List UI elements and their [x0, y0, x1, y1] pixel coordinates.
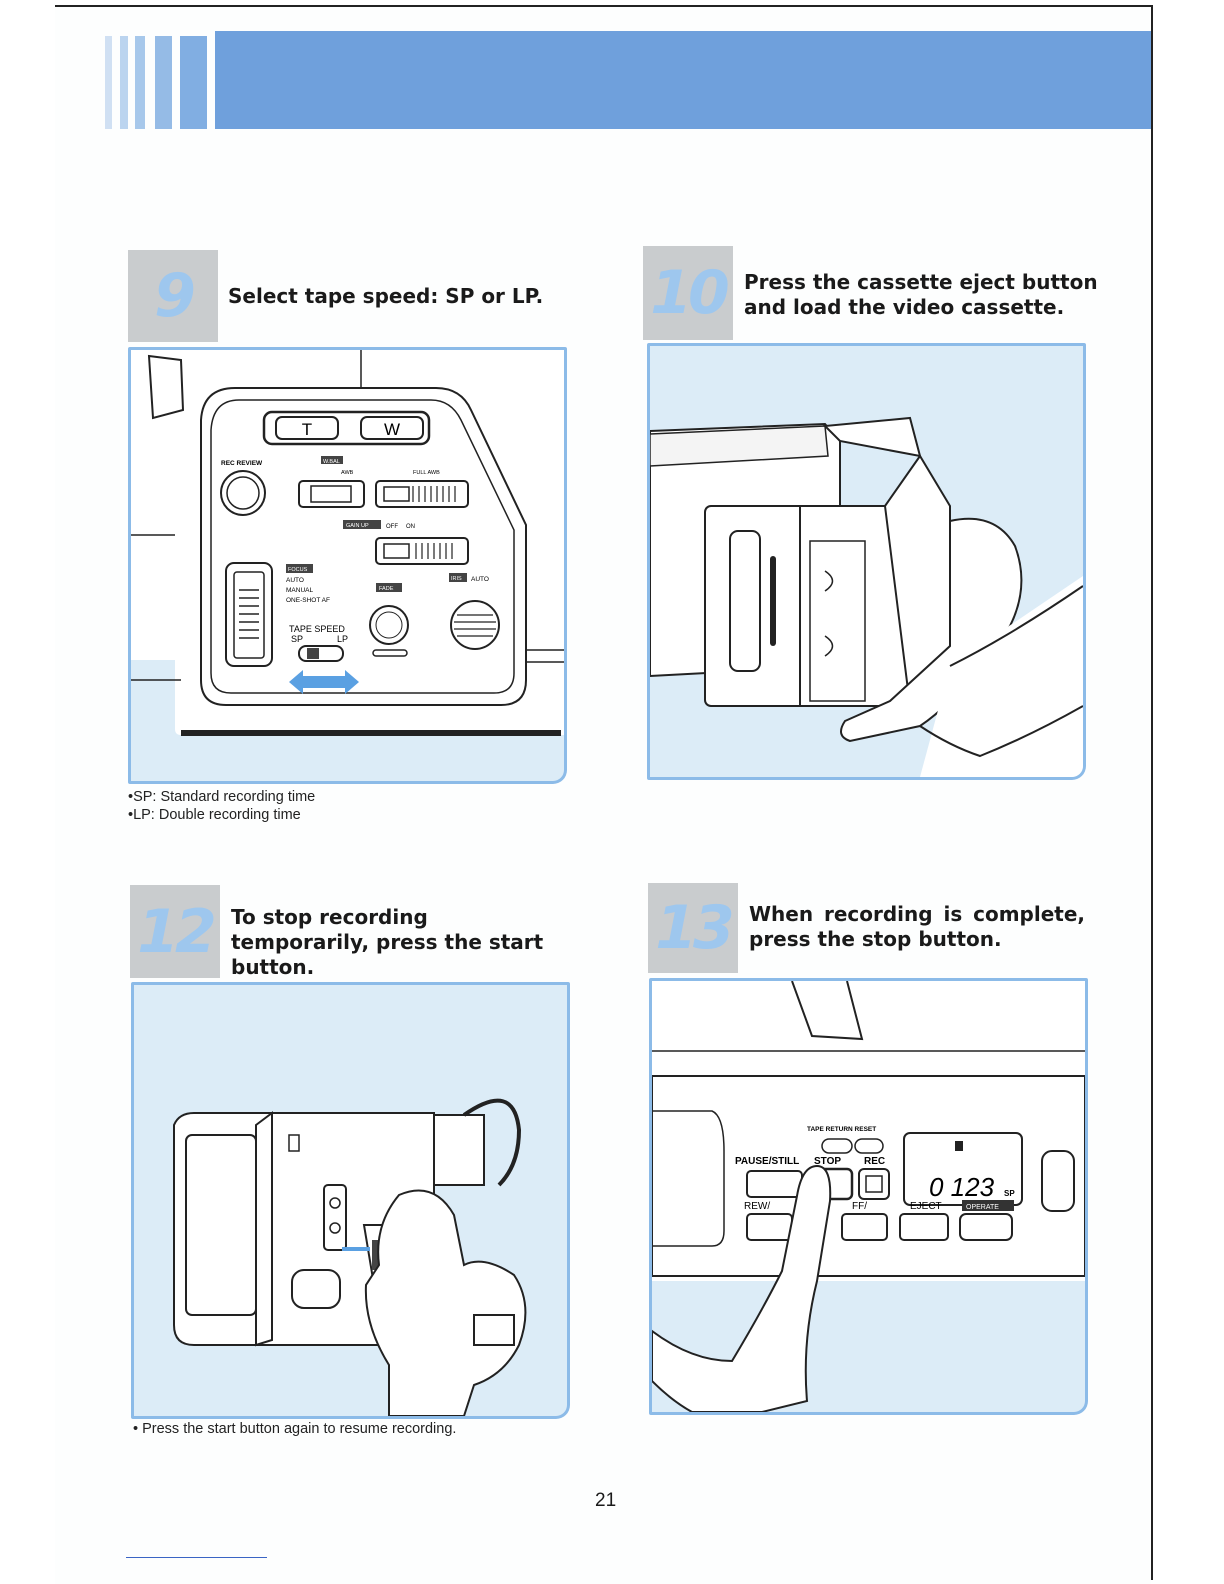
tape-speed-lp-label: LP	[337, 634, 348, 644]
step-13-illustration: TAPE RETURN RESET PAUSE/STILL STOP REC 0…	[649, 978, 1088, 1415]
tape-speed-sp-label: SP	[291, 634, 303, 644]
rew-label: REW/	[744, 1201, 770, 1212]
step-13-number-box: 13	[648, 883, 738, 973]
step-13-number: 13	[655, 893, 734, 963]
banner-stripe	[135, 36, 145, 129]
banner-stripe	[105, 36, 112, 129]
step-12-number-box: 12	[130, 885, 220, 978]
note-sp: •SP: Standard recording time	[128, 789, 316, 805]
step-9-heading: Select tape speed: SP or LP.	[228, 284, 544, 308]
vcr-deck-stop-drawing: TAPE RETURN RESET PAUSE/STILL STOP REC 0…	[652, 981, 1085, 1412]
fade-label: FADE	[379, 586, 394, 592]
iris-auto-label: AUTO	[471, 576, 489, 583]
step-12-number: 12	[137, 896, 216, 967]
camcorder-pause-drawing	[173, 1098, 527, 1416]
banner-stripe	[180, 36, 207, 129]
top-rule	[55, 5, 1153, 7]
focus-one-shot-label: ONE-SHOT AF	[286, 597, 330, 604]
step-10-number-box: 10	[643, 246, 733, 340]
gain-up-label: GAIN UP	[346, 523, 369, 529]
step-9-illustration: T W REC REVIEW W.BAL AWB FULL AWB GAIN U…	[128, 347, 567, 784]
eject-label: EJECT	[910, 1201, 942, 1212]
cassette-loading-drawing	[650, 416, 1083, 777]
ff-label: FF/	[852, 1201, 867, 1212]
step-9-number: 9	[154, 261, 196, 331]
tape-counter: 0 123	[929, 1172, 995, 1202]
gain-on-label: ON	[406, 524, 415, 530]
page-number: 21	[595, 1490, 617, 1511]
header-banner	[215, 31, 1151, 129]
camera-control-panel-drawing: T W REC REVIEW W.BAL AWB FULL AWB GAIN U…	[131, 350, 564, 736]
focus-manual-label: MANUAL	[286, 587, 313, 594]
right-rule	[1151, 5, 1153, 1580]
step-12-notes: • Press the start button again to resume…	[133, 1420, 563, 1438]
focus-auto-label: AUTO	[286, 577, 304, 584]
note-resume: • Press the start button again to resume…	[133, 1421, 457, 1437]
awb-label: AWB	[341, 470, 354, 476]
gain-off-label: OFF	[386, 524, 398, 530]
pause-still-label: PAUSE/STILL	[735, 1156, 799, 1167]
banner-stripe	[155, 36, 172, 129]
step-10-illustration	[647, 343, 1086, 780]
zoom-tele-label: T	[302, 420, 312, 439]
rec-review-label: REC REVIEW	[221, 460, 263, 467]
step-10-number: 10	[650, 258, 729, 328]
zoom-wide-label: W	[384, 420, 400, 439]
focus-label: FOCUS	[288, 567, 308, 573]
full-awb-label: FULL AWB	[413, 470, 440, 476]
w-bal-label: W.BAL	[323, 459, 340, 465]
tape-return-reset-label: TAPE RETURN RESET	[807, 1126, 876, 1133]
step-13-heading: When recording is complete, press the st…	[749, 902, 1085, 951]
note-lp: •LP: Double recording time	[128, 807, 301, 823]
step-9-number-box: 9	[128, 250, 218, 342]
banner-stripe	[120, 36, 128, 129]
operate-label: OPERATE	[966, 1204, 999, 1211]
step-10-heading: Press the cassette eject button and load…	[744, 270, 1098, 319]
tape-counter-mode: SP	[1004, 1189, 1015, 1198]
tape-speed-label: TAPE SPEED	[289, 624, 345, 634]
stop-label: STOP	[814, 1156, 841, 1167]
step-12-heading: To stop recording temporarily, press the…	[231, 905, 544, 979]
rec-label: REC	[864, 1156, 885, 1167]
footer-rule	[126, 1557, 267, 1558]
step-12-illustration	[131, 982, 570, 1419]
step-9-notes: •SP: Standard recording time •LP: Double…	[128, 788, 558, 824]
iris-label: IRIS	[451, 576, 462, 582]
switch-direction-arrow	[289, 670, 359, 694]
